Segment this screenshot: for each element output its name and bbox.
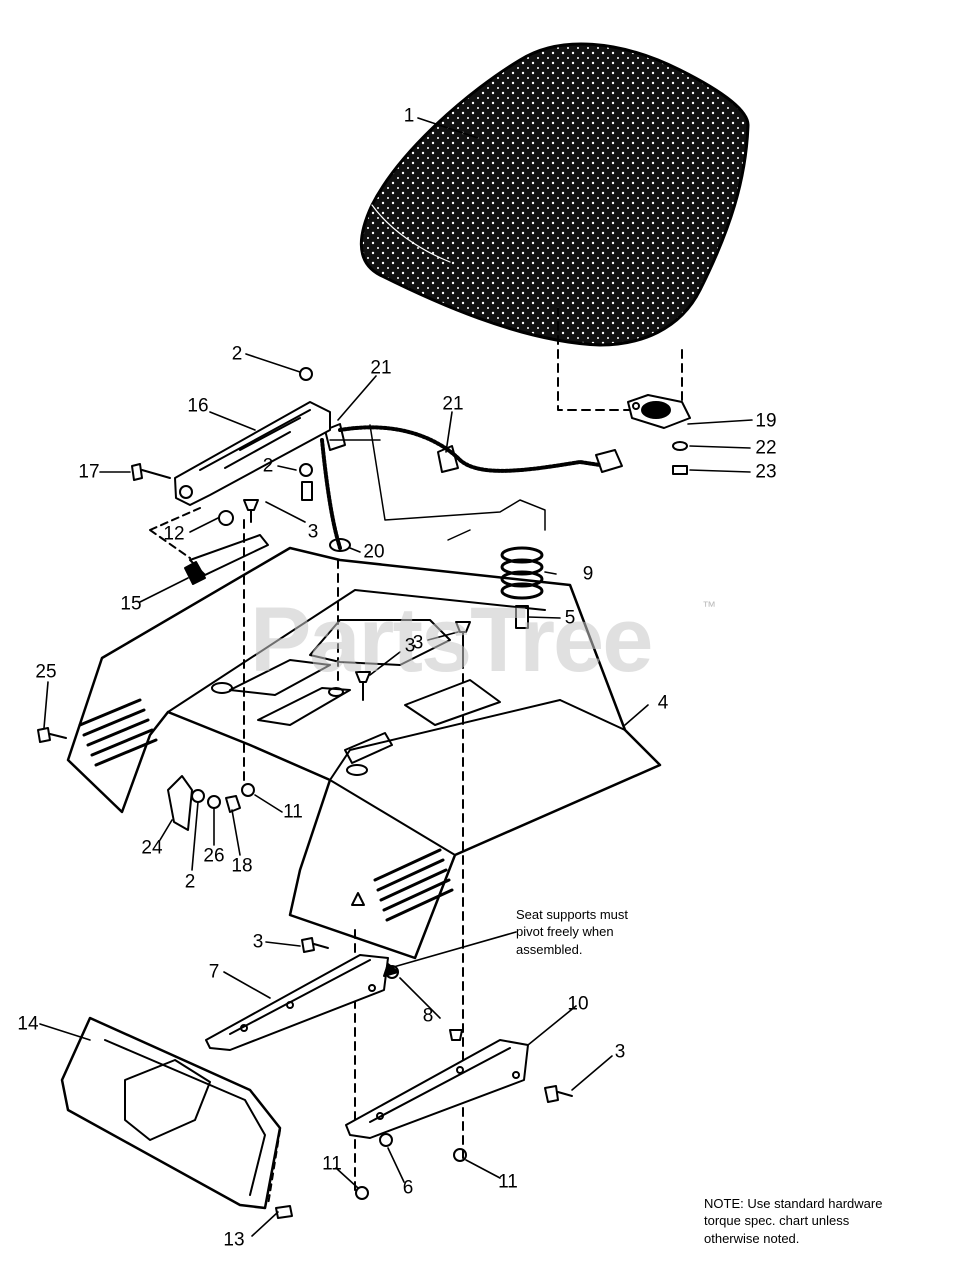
spring-9[interactable] <box>500 546 544 600</box>
nut-11a[interactable] <box>241 783 255 797</box>
callout-15[interactable]: 15 <box>120 593 142 615</box>
bolt-13[interactable] <box>275 1205 293 1219</box>
callout-12[interactable]: 12 <box>163 523 185 545</box>
bolt-8b[interactable] <box>449 1029 463 1041</box>
callout-5[interactable]: 5 <box>564 607 576 629</box>
bolt-17-shank[interactable] <box>141 469 171 479</box>
wire-harness[interactable] <box>320 438 342 550</box>
callout-3[interactable]: 3 <box>614 1041 626 1063</box>
callout-26[interactable]: 26 <box>203 845 225 867</box>
panel-14[interactable] <box>60 1016 282 1210</box>
grommet-20[interactable] <box>329 538 351 552</box>
nut-2b[interactable] <box>299 463 313 477</box>
nut-6[interactable] <box>379 1133 393 1147</box>
callout-3[interactable]: 3 <box>307 521 319 543</box>
leader-lines <box>39 117 753 1237</box>
nut-2a[interactable] <box>299 367 313 381</box>
bolt-3e[interactable] <box>301 937 329 953</box>
bolt-3f[interactable] <box>544 1085 573 1103</box>
seat-supports-note: Seat supports must pivot freely when ass… <box>516 907 628 957</box>
nut-11b[interactable] <box>453 1148 467 1162</box>
latch-24[interactable] <box>167 775 193 831</box>
callout-13[interactable]: 13 <box>223 1229 245 1251</box>
callout-23[interactable]: 23 <box>755 461 777 483</box>
callout-9[interactable]: 9 <box>582 563 594 585</box>
callout-11[interactable]: 11 <box>498 1171 518 1193</box>
bolt-3d[interactable] <box>355 671 371 701</box>
callout-16[interactable]: 16 <box>187 395 209 417</box>
hinge-15[interactable] <box>184 534 269 585</box>
callout-21[interactable]: 21 <box>442 393 464 415</box>
nut-12[interactable] <box>218 510 234 526</box>
callout-1[interactable]: 1 <box>403 105 415 127</box>
callout-11[interactable]: 11 <box>283 801 303 823</box>
hinge-dash <box>149 507 201 559</box>
bolt-17-head[interactable] <box>131 463 143 481</box>
callout-8[interactable]: 8 <box>422 1005 434 1027</box>
nut-18[interactable] <box>225 795 241 813</box>
callout-10[interactable]: 10 <box>567 993 589 1015</box>
nut-11c[interactable] <box>355 1186 369 1200</box>
hardware-note: NOTE: Use standard hardware torque spec.… <box>704 1196 883 1246</box>
panel-dash <box>267 1129 281 1206</box>
fender-part[interactable] <box>66 546 662 960</box>
callout-18[interactable]: 18 <box>231 855 253 877</box>
callout-3[interactable]: 3 <box>412 632 424 654</box>
seat-part[interactable] <box>359 42 750 347</box>
callout-11[interactable]: 11 <box>322 1153 342 1175</box>
callout-2[interactable]: 2 <box>184 871 196 893</box>
callout-21[interactable]: 21 <box>370 357 392 379</box>
callout-25[interactable]: 25 <box>35 661 57 683</box>
seat-support-16[interactable] <box>174 401 331 506</box>
callout-14[interactable]: 14 <box>17 1013 39 1035</box>
bolt-3b[interactable] <box>243 499 259 511</box>
nut-23[interactable] <box>672 465 688 475</box>
callout-22[interactable]: 22 <box>755 437 777 459</box>
wire-connector[interactable] <box>595 449 623 473</box>
washer-26[interactable] <box>207 795 221 809</box>
callout-19[interactable]: 19 <box>755 410 777 432</box>
bolt-25[interactable] <box>37 727 67 743</box>
seat-stud-part[interactable] <box>627 394 691 429</box>
callout-20[interactable]: 20 <box>363 541 385 563</box>
seat-bracket-dash <box>557 307 633 411</box>
seat-support-10[interactable] <box>345 1039 529 1139</box>
callout-17[interactable]: 17 <box>78 461 100 483</box>
seat-support-7[interactable] <box>205 954 389 1051</box>
callout-3[interactable]: 3 <box>404 635 416 657</box>
wire-clip-left[interactable] <box>324 423 346 451</box>
arrowhead <box>383 963 399 977</box>
callout-7[interactable]: 7 <box>208 961 220 983</box>
callout-2[interactable]: 2 <box>231 343 243 365</box>
battery-box-outline <box>329 424 546 541</box>
watermark-text: PartsTree <box>250 589 653 691</box>
pin-5[interactable] <box>515 605 529 629</box>
callout-4[interactable]: 4 <box>657 692 669 714</box>
washer-2c[interactable] <box>191 789 205 803</box>
washer-22[interactable] <box>672 441 688 451</box>
callout-2[interactable]: 2 <box>262 455 274 477</box>
bolt-3c[interactable] <box>455 621 471 661</box>
bolt-3a[interactable] <box>301 481 313 501</box>
callout-6[interactable]: 6 <box>402 1177 414 1199</box>
callout-24[interactable]: 24 <box>141 837 163 859</box>
wire-harness-2[interactable] <box>338 425 602 473</box>
callout-3[interactable]: 3 <box>252 931 264 953</box>
watermark-tm: ™ <box>702 598 716 614</box>
